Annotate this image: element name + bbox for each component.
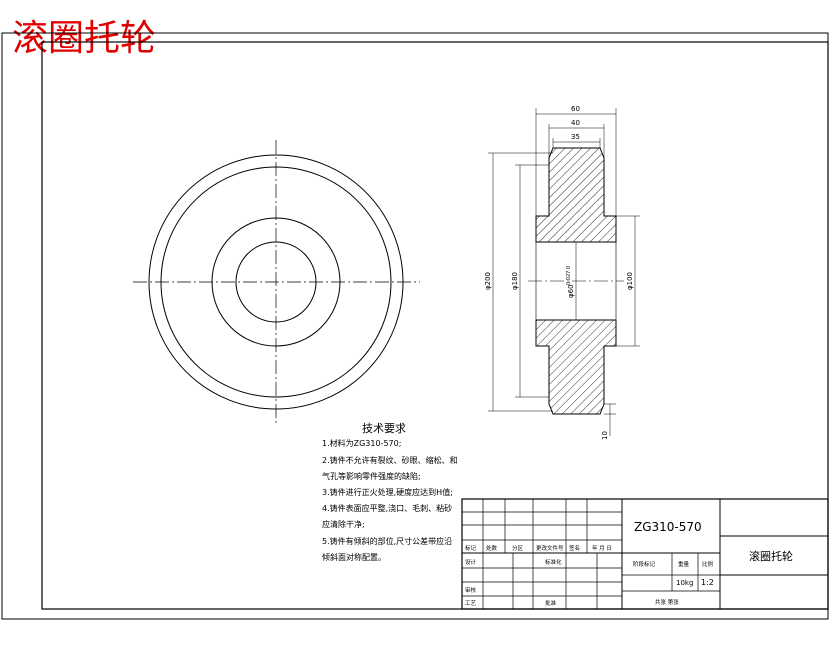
part-name: 滚圈托轮 <box>749 549 793 563</box>
label-change-doc: 更改文件号 <box>536 544 564 552</box>
dim-35: 35 <box>571 133 580 141</box>
inner-frame <box>41 41 829 610</box>
title-block-text: ZG310-570 滚圈托轮 标记 处数 分区 更改文件号 签名 年 月 日 设… <box>465 520 793 607</box>
sheet-info: 共张 第张 <box>655 598 679 606</box>
note-line-3: 气孔等影响零件强度的缺陷; <box>322 471 421 481</box>
label-sign: 签名 <box>569 544 580 552</box>
label-process: 工艺 <box>465 600 477 607</box>
label-date: 年 月 日 <box>592 544 612 552</box>
label-stage: 阶段标记 <box>633 560 656 568</box>
label-count: 处数 <box>486 544 498 552</box>
note-line-2: 2.铸件不允许有裂纹、砂眼、缩松、和 <box>322 455 458 465</box>
technical-notes: 技术要求 1.材料为ZG310-570; 2.铸件不允许有裂纹、砂眼、缩松、和 … <box>322 422 458 562</box>
upper-section <box>535 147 617 243</box>
label-approve: 批准 <box>545 599 557 607</box>
note-line-6: 应清除干净; <box>322 519 365 529</box>
lower-section <box>535 319 617 415</box>
label-scale: 比例 <box>702 560 714 568</box>
label-mark: 标记 <box>465 544 477 552</box>
dim-d100: φ100 <box>626 272 634 290</box>
label-designer: 设计 <box>465 558 477 566</box>
label-standardize: 标准化 <box>545 558 562 566</box>
dim-d200: φ200 <box>484 272 492 290</box>
header-title: 滚圈托轮 <box>12 18 156 59</box>
title-block <box>461 498 829 610</box>
material-spec: ZG310-570 <box>634 520 702 534</box>
dim-40: 40 <box>571 119 580 127</box>
dim-d180: φ180 <box>511 272 519 290</box>
dim-bore-tolerance: 0.027 0 <box>566 266 572 285</box>
dim-60: 60 <box>571 105 580 113</box>
outer-frame <box>1 32 829 620</box>
dim-10: 10 <box>601 431 609 440</box>
label-check: 审核 <box>465 586 477 594</box>
notes-title: 技术要求 <box>362 422 406 435</box>
label-weight: 重量 <box>678 560 690 568</box>
note-line-4: 3.铸件进行正火处理,硬度应达到H值; <box>322 487 453 497</box>
front-view <box>133 140 420 425</box>
section-view: 60 40 35 φ200 φ180 φ100 φ60 0.027 0 <box>484 105 640 440</box>
scale-value: 1:2 <box>701 578 714 587</box>
note-line-1: 1.材料为ZG310-570; <box>322 438 401 448</box>
label-zone: 分区 <box>512 544 524 552</box>
dim-d60: φ60 <box>567 284 575 298</box>
note-line-8: 倾斜面对称配置。 <box>322 552 386 562</box>
note-line-7: 5.铸件有倾斜的部位,尺寸公差带应沿 <box>322 536 452 546</box>
weight-value: 10kg <box>676 579 693 587</box>
note-line-5: 4.铸件表面应平整,浇口、毛刺、粘砂 <box>322 503 452 513</box>
